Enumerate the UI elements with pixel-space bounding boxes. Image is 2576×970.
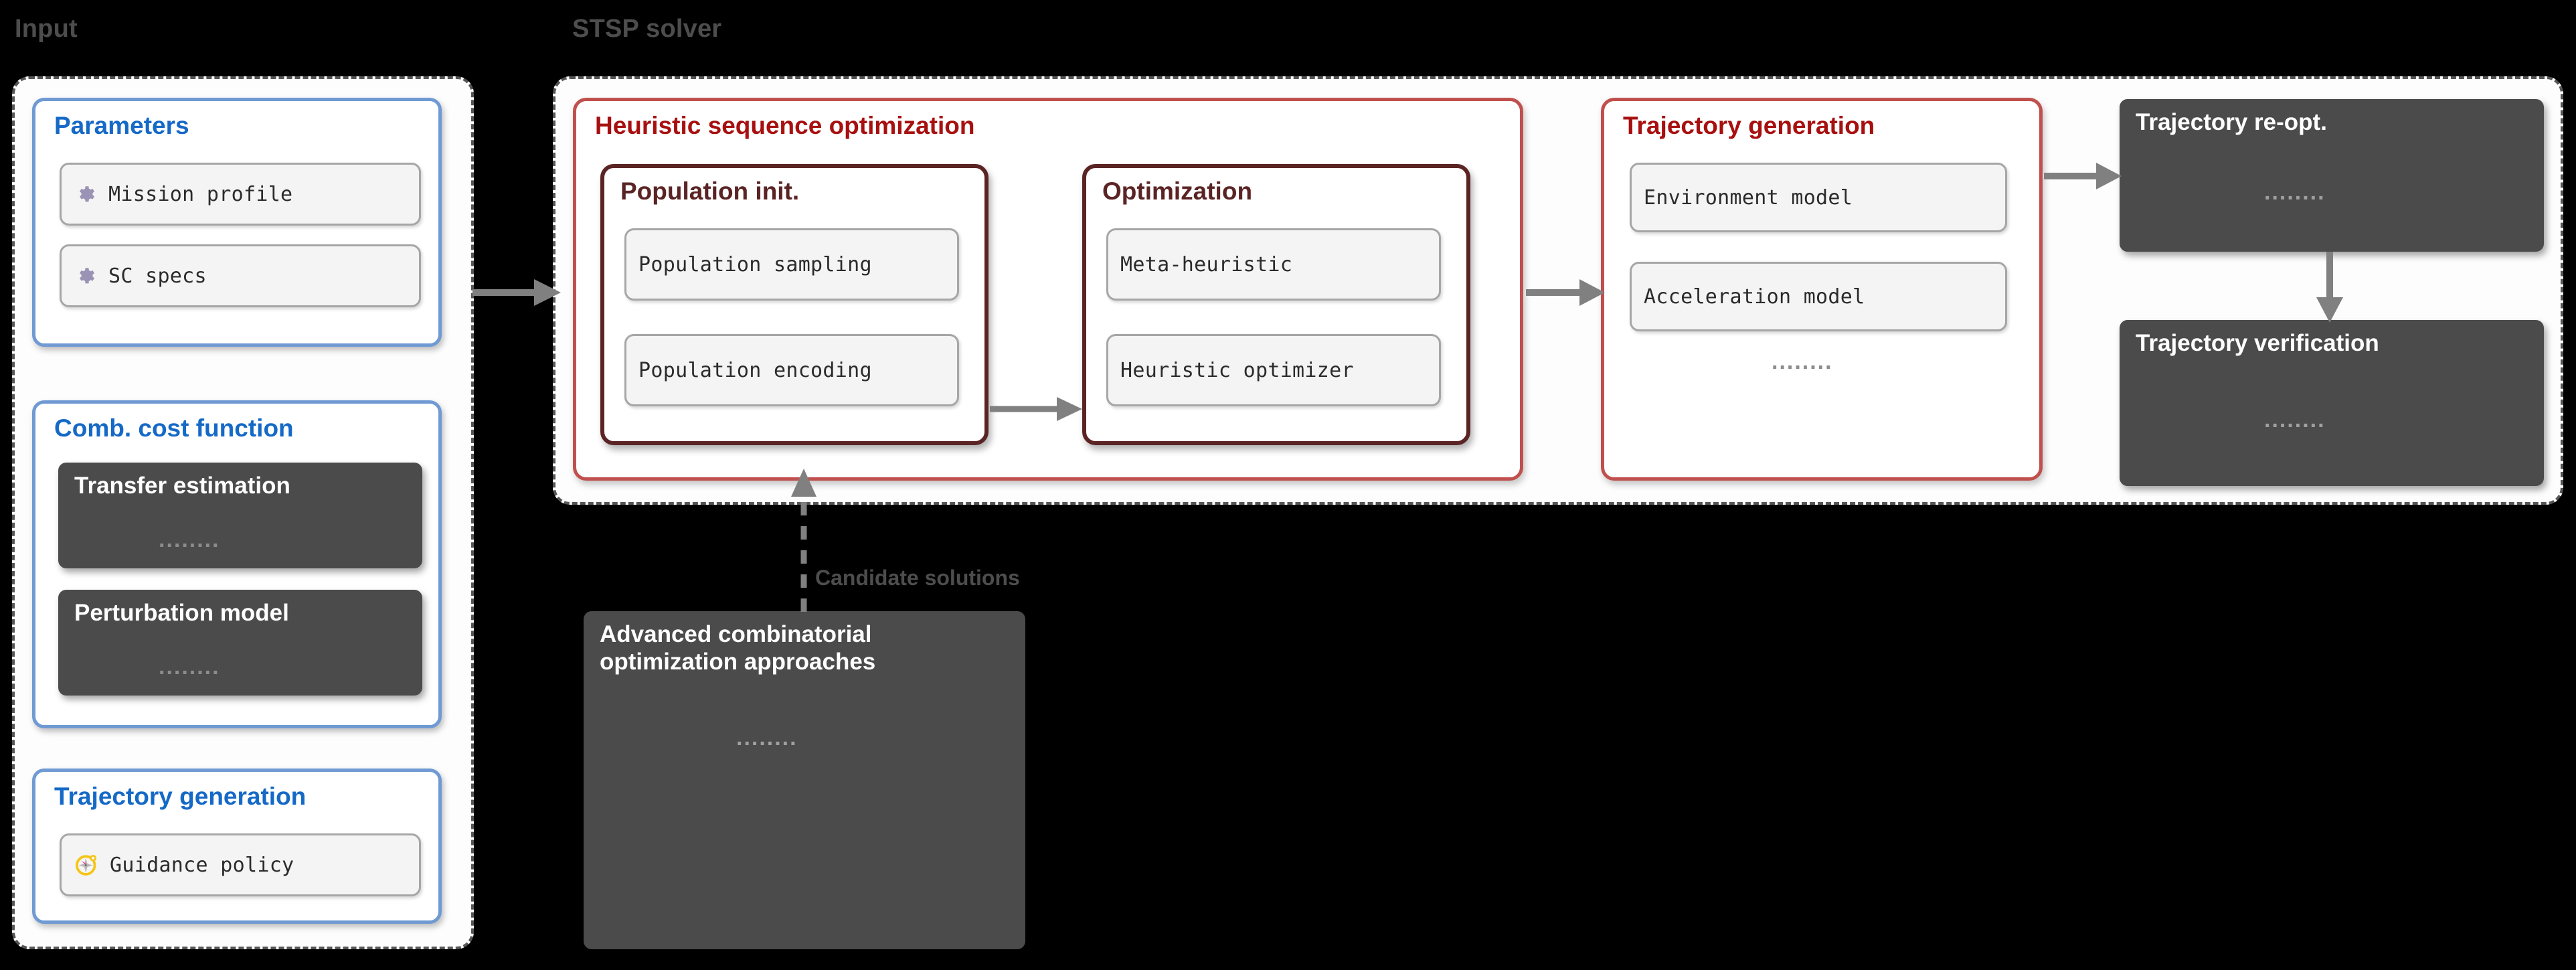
chip-acceleration-model[interactable]: Acceleration model bbox=[1630, 262, 2007, 331]
panel-optimization: Optimization Meta-heuristic Heuristic op… bbox=[1082, 164, 1470, 445]
arrow-candidate-solutions-dashed bbox=[791, 469, 817, 612]
chip-label: Environment model bbox=[1644, 185, 1853, 210]
chip-label: Meta-heuristic bbox=[1120, 252, 1293, 276]
slab-advanced-combinatorial-optimization: Advanced combinatorial optimization appr… bbox=[584, 611, 1025, 949]
chip-mission-profile[interactable]: Mission profile bbox=[60, 163, 421, 226]
group-label-stsp-solver: STSP solver bbox=[572, 15, 722, 43]
chip-heuristic-optimizer[interactable]: Heuristic optimizer bbox=[1106, 334, 1441, 406]
chip-label: Guidance policy bbox=[110, 853, 294, 877]
slab-ellipsis: ........ bbox=[159, 654, 220, 679]
chip-label: Mission profile bbox=[108, 182, 293, 206]
panel-heuristic-sequence-optimization: Heuristic sequence optimization Populati… bbox=[573, 98, 1523, 481]
arrow-population-init-to-optimization bbox=[990, 397, 1082, 421]
panel-title-input-trajectory-generation: Trajectory generation bbox=[54, 783, 307, 810]
chip-population-sampling[interactable]: Population sampling bbox=[624, 228, 959, 301]
slab-transfer-estimation: Transfer estimation ........ bbox=[58, 463, 422, 568]
slab-ellipsis: ........ bbox=[736, 725, 798, 750]
slab-title: Perturbation model bbox=[74, 600, 289, 626]
chip-population-encoding[interactable]: Population encoding bbox=[624, 334, 959, 406]
chip-label: Population sampling bbox=[638, 252, 872, 276]
solver-trajectory-generation-ellipsis: ........ bbox=[1772, 349, 1833, 374]
panel-solver-trajectory-generation: Trajectory generation Environment model … bbox=[1601, 98, 2043, 481]
chip-guidance-policy[interactable]: Guidance policy bbox=[60, 833, 421, 896]
slab-title: Trajectory re-opt. bbox=[2136, 109, 2327, 135]
slab-title: Trajectory verification bbox=[2136, 330, 2379, 356]
slab-ellipsis: ........ bbox=[2264, 407, 2326, 432]
chip-environment-model[interactable]: Environment model bbox=[1630, 163, 2007, 232]
arrow-input-to-stsp-solver bbox=[473, 279, 561, 306]
arrow-heuristic-to-trajectory-generation bbox=[1526, 279, 1605, 306]
edge-label-candidate-solutions: Candidate solutions bbox=[815, 566, 1020, 590]
gear-icon bbox=[74, 264, 98, 288]
arrow-re-opt-to-verification bbox=[2316, 252, 2343, 323]
slab-title: Advanced combinatorial optimization appr… bbox=[600, 621, 876, 675]
gear-icon bbox=[74, 182, 98, 206]
chip-sc-specs[interactable]: SC specs bbox=[60, 244, 421, 307]
panel-title-heuristic-sequence-optimization: Heuristic sequence optimization bbox=[595, 112, 975, 139]
slab-title: Transfer estimation bbox=[74, 473, 290, 499]
chip-label: SC specs bbox=[108, 264, 207, 288]
compass-icon bbox=[74, 852, 99, 878]
panel-title-solver-trajectory-generation: Trajectory generation bbox=[1623, 112, 1875, 139]
slab-ellipsis: ........ bbox=[159, 527, 220, 552]
panel-population-init: Population init. Population sampling Pop… bbox=[600, 164, 989, 445]
chip-label: Heuristic optimizer bbox=[1120, 358, 1354, 382]
slab-perturbation-model: Perturbation model ........ bbox=[58, 590, 422, 696]
slab-trajectory-re-opt: Trajectory re-opt. ........ bbox=[2120, 99, 2544, 252]
panel-title-parameters: Parameters bbox=[54, 112, 189, 139]
slab-ellipsis: ........ bbox=[2264, 179, 2326, 205]
panel-input-trajectory-generation: Trajectory generation Guidance policy bbox=[32, 769, 442, 924]
panel-title-population-init: Population init. bbox=[620, 177, 800, 205]
slab-trajectory-verification: Trajectory verification ........ bbox=[2120, 320, 2544, 486]
chip-meta-heuristic[interactable]: Meta-heuristic bbox=[1106, 228, 1441, 301]
arrow-trajectory-generation-to-re-opt bbox=[2044, 163, 2122, 189]
group-label-input: Input bbox=[15, 15, 78, 43]
panel-title-optimization: Optimization bbox=[1102, 177, 1253, 205]
panel-parameters: Parameters Mission profile SC specs bbox=[32, 98, 442, 347]
chip-label: Acceleration model bbox=[1644, 285, 1865, 309]
chip-label: Population encoding bbox=[638, 358, 872, 382]
panel-comb-cost-function: Comb. cost function Transfer estimation … bbox=[32, 400, 442, 728]
panel-title-comb-cost-function: Comb. cost function bbox=[54, 414, 294, 442]
